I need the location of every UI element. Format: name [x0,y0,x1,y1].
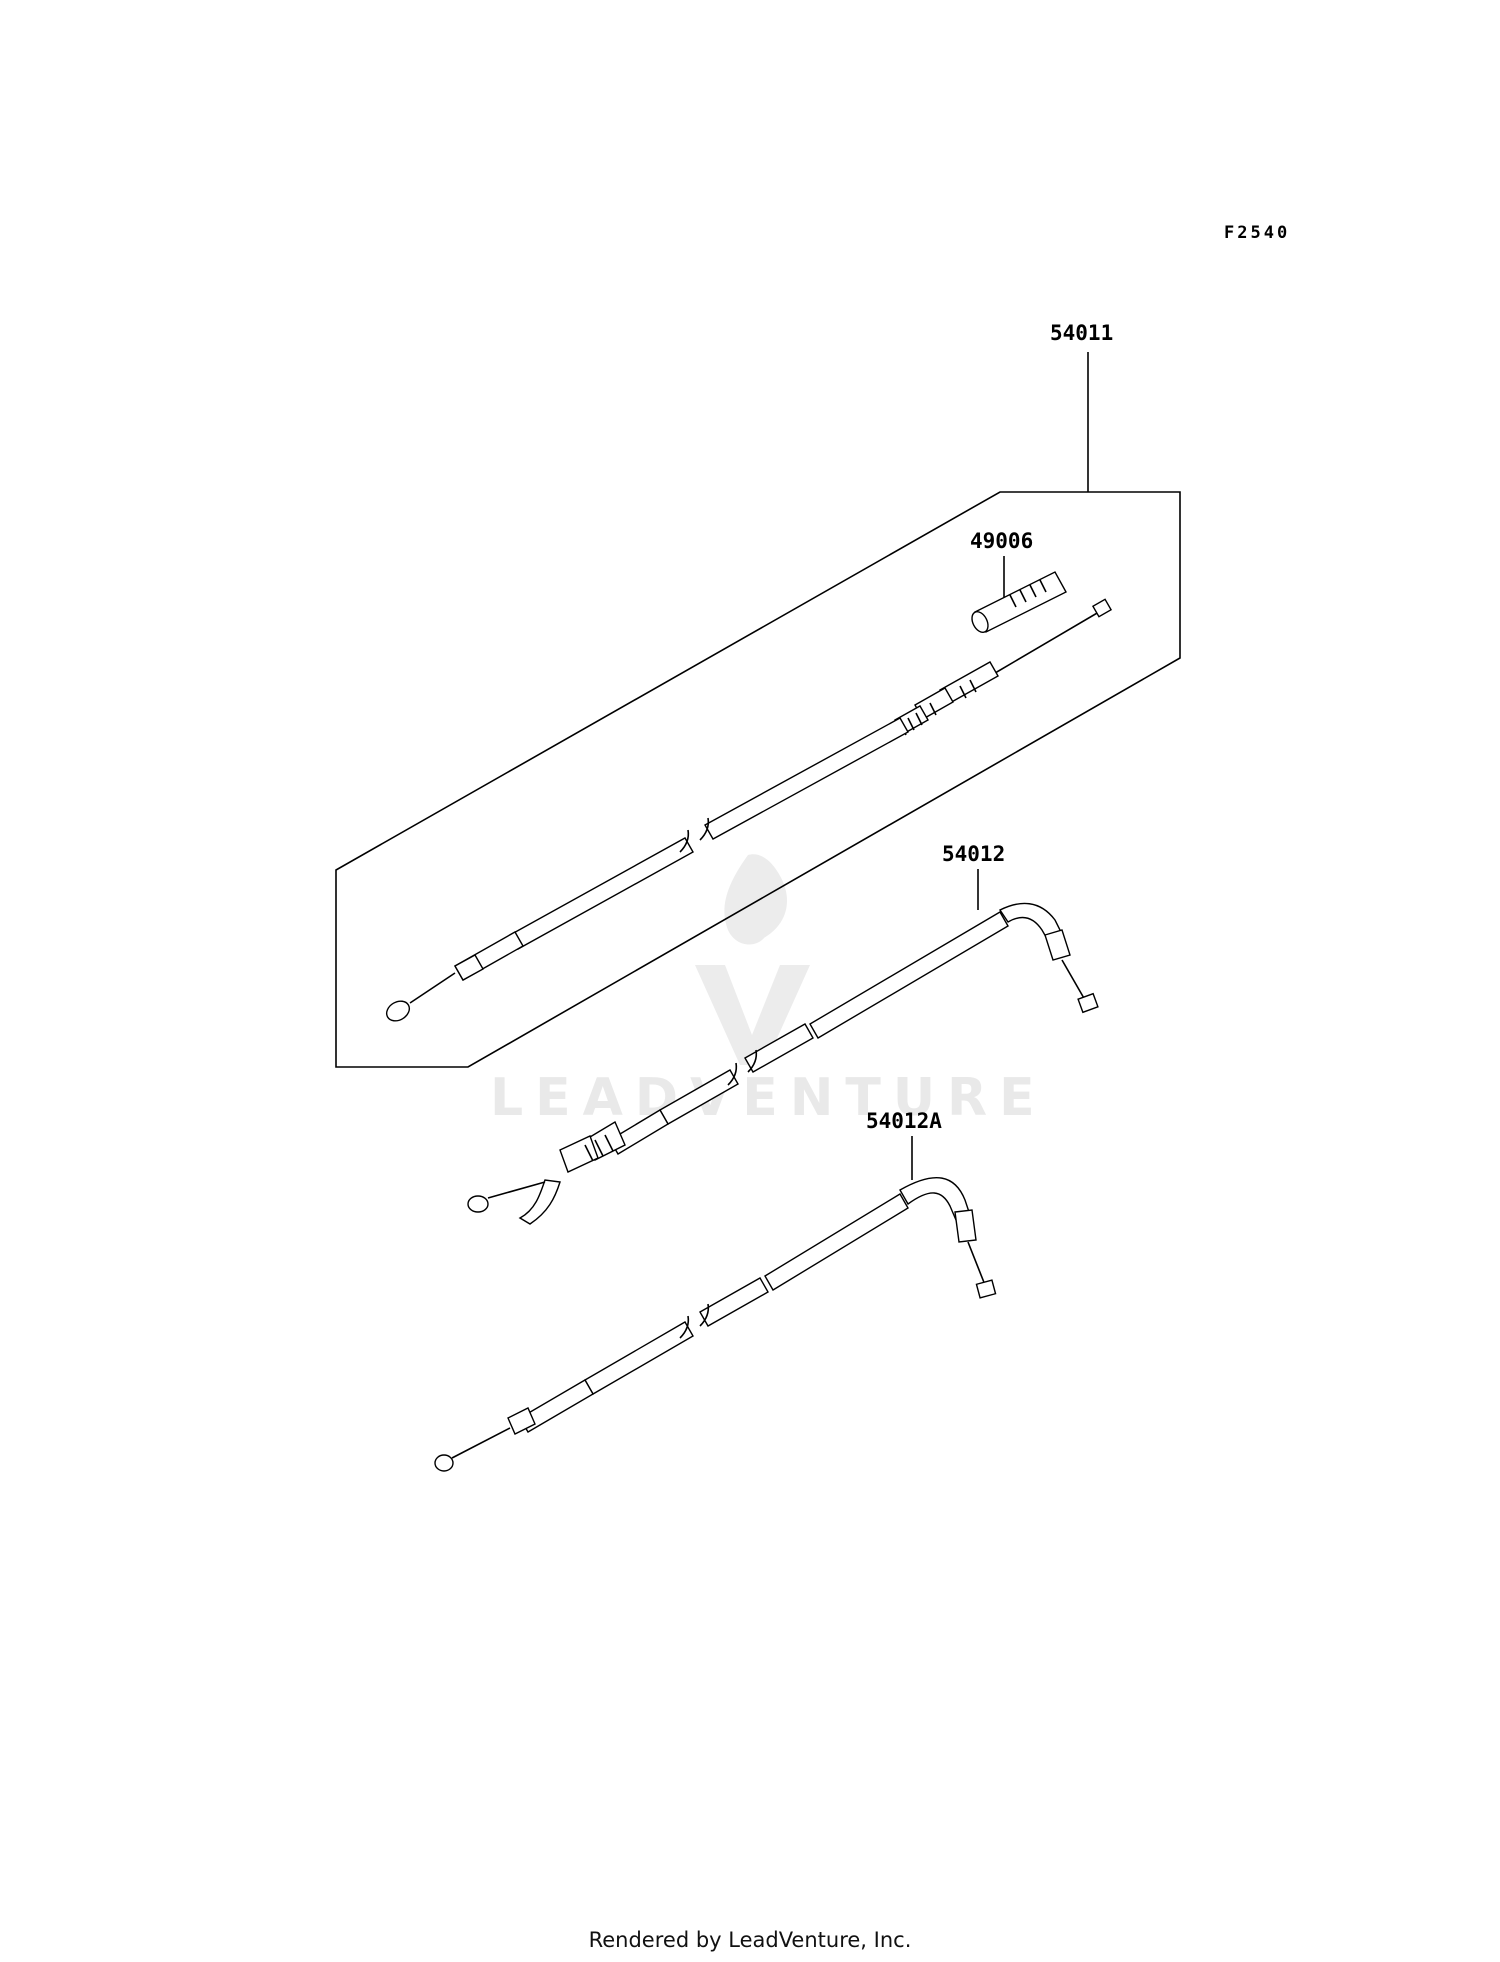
part-label-54011: 54011 [1050,321,1113,345]
part-label-49006: 49006 [970,529,1033,553]
part-label-54012: 54012 [942,842,1005,866]
kit-boundary-54011 [335,491,1181,1068]
diagram-code: F2540 [1224,223,1290,243]
watermark: LEADVENTURE [490,854,1047,1128]
cable-54012 [467,902,1099,1225]
flame-v-logo-icon [695,854,810,1065]
watermark-text: LEADVENTURE [490,1068,1047,1128]
grommet-49006 [971,571,1067,634]
part-label-54012A: 54012A [866,1109,942,1133]
footer-credit: Rendered by LeadVenture, Inc. [588,1928,912,1952]
cable-54011 [385,598,1113,1022]
cable-54012A [434,1176,997,1472]
